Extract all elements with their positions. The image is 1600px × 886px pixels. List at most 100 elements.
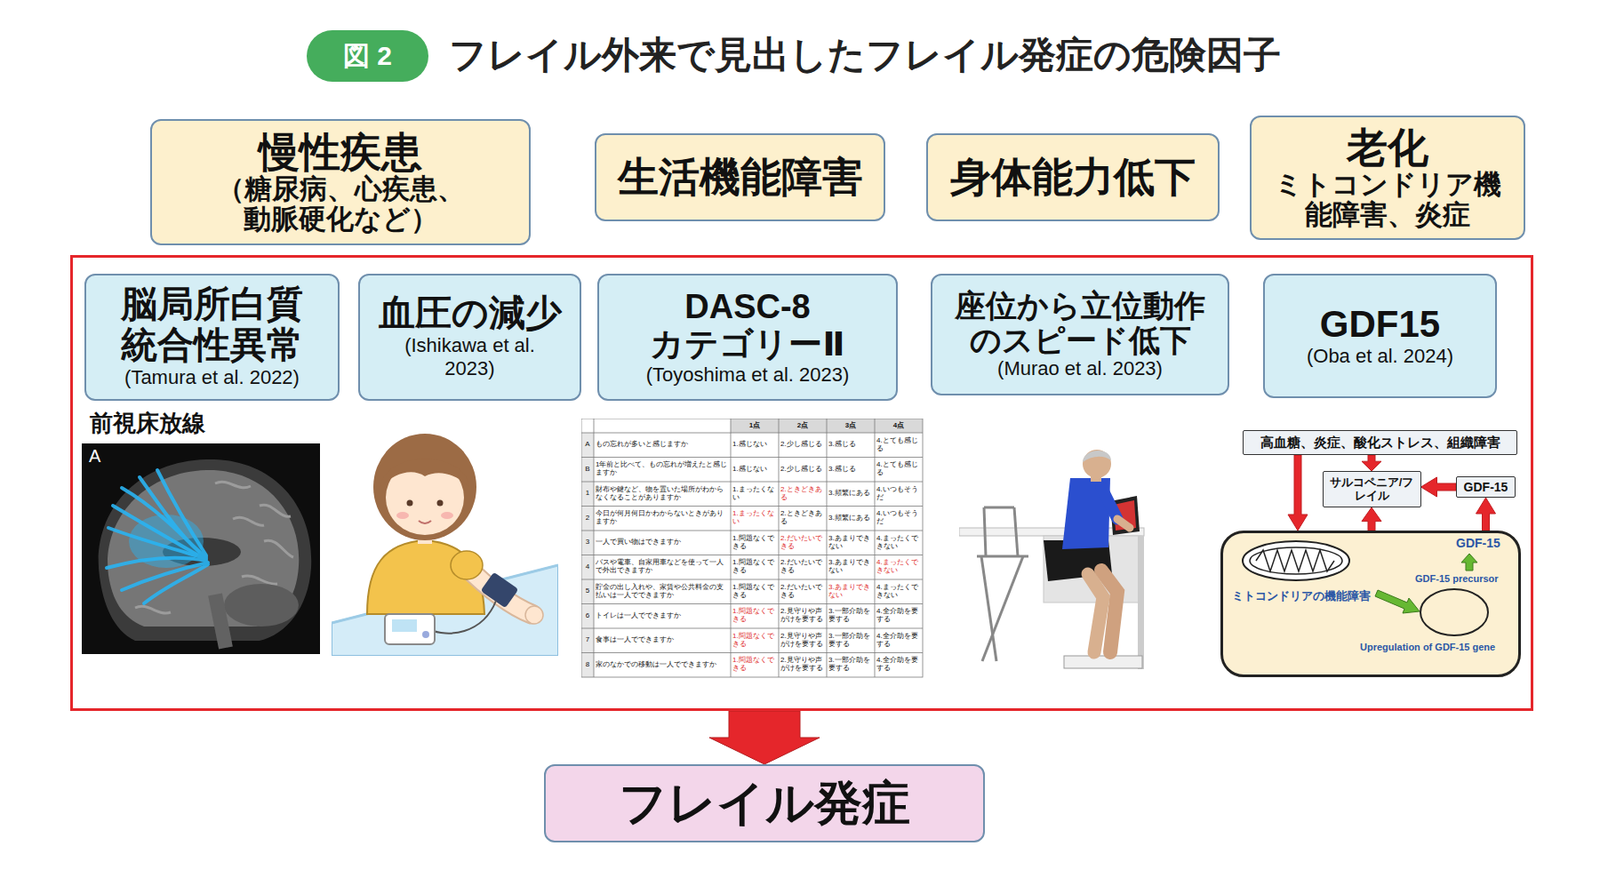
answer-cell: 1.問題なくできる [731,604,778,630]
table-header: 3点 [827,418,874,433]
row-marker: 4 [582,555,593,581]
node-text: 慢性疾患 [258,129,423,176]
node-text: ミトコンドリアの機能障害 [1232,590,1371,604]
node-text: 生活機能障害 [617,154,864,200]
factor-box: 身体能力低下 [926,133,1220,222]
answer-cell: 4.全介助を要する [875,604,922,630]
panel-letter: A [88,446,101,466]
answer-cell: 3.一部介助を要する [827,653,874,679]
answer-cell: 3.あまりできない [827,530,874,556]
answer-cell: 2.見守りや声がけを要する [779,628,826,654]
row-marker: 7 [582,628,593,654]
node-text: 座位から立位動作のスピード低下 [952,288,1208,358]
answer-cell: 1.問題なくできる [731,530,778,556]
answer-cell: 1.問題なくできる [731,579,778,605]
answer-cell: 1.まったくない [731,506,778,532]
connector-arrow [1361,507,1382,531]
answer-cell: 3.感じる [827,457,874,483]
answer-cell: 4.まったくできない [875,555,922,581]
node-text: Upregulation of GDF-15 gene [1360,641,1496,654]
node-text: (Tamura et al. 2022) [124,366,300,390]
answer-cell: 3.感じる [827,432,874,458]
blood-pressure-illustration [331,432,559,656]
text-stack: 身体能力低下 [950,154,1196,200]
row-marker: 8 [582,653,593,679]
question-cell: バスや電車、自家用車などを使って一人で外出できますか [594,555,730,581]
table-header: 1点 [731,418,778,433]
factor-box: 生活機能障害 [594,133,886,222]
node-text: 身体能力低下 [950,154,1196,200]
answer-cell: 4.とても感じる [875,432,922,458]
answer-cell: 2.ときどきある [779,506,826,532]
answer-cell: 2.だいたいできる [779,579,826,605]
answer-cell: 3.頻繁にある [827,481,874,507]
node-text: サルコペニア/フレイル [1326,476,1418,503]
answer-cell: 1.感じない [731,457,778,483]
text-stack: 老化ミトコンドリア機能障害、炎症 [1273,125,1502,232]
text-stack: フレイル発症 [618,776,911,830]
answer-cell: 1.感じない [731,432,778,458]
sarcopenia-box: サルコペニア/フレイル [1322,471,1422,508]
node-text: 脳局所白質統合性異常 [117,284,308,367]
question-cell: 一人で買い物はできますか [594,530,730,556]
node-text: 高血糖、炎症、酸化ストレス、組織障害 [1260,434,1501,450]
mri-image [81,443,320,655]
gdf15-box: GDF-15 [1456,476,1516,498]
node-text: (Toyoshima et al. 2023) [646,363,850,387]
outcome-box: フレイル発症 [544,764,985,843]
connector-arrow [1421,477,1457,497]
node-text: GDF-15 precursor [1415,573,1499,585]
answer-cell: 2.だいたいできる [779,555,826,581]
answer-cell: 4.とても感じる [875,457,922,483]
answer-cell: 2.見守りや声がけを要する [779,604,826,630]
text-stack: サルコペニア/フレイル [1326,476,1418,503]
node-text: DASC-8 カテゴリーⅡ [608,288,888,364]
cell-illustration [1220,530,1521,678]
answer-cell: 4.全介助を要する [875,653,922,679]
question-cell: 食事は一人でできますか [594,628,730,654]
node-text: GDF15 [1320,303,1440,345]
question-cell: 今日が何月何日かわからないときがありますか [594,506,730,532]
text-stack: GDF-15 [1464,480,1509,495]
factor-box: 老化ミトコンドリア機能障害、炎症 [1249,115,1526,240]
answer-cell: 4.全介助を要する [875,628,922,654]
diagram-title: フレイル外来で見出したフレイル発症の危険因子 [448,33,1281,77]
node-text: 図 2 [343,40,392,72]
figure-badge: 図 2 [306,30,429,82]
node-text: 血圧の減少 [378,293,562,335]
question-cell: もの忘れが多いと感じますか [594,432,730,458]
node-text: ミトコンドリア機能障害、炎症 [1273,169,1502,231]
text-stack: 慢性疾患（糖尿病、心疾患、動脈硬化など） [211,129,470,236]
answer-cell: 3.あまりできない [827,555,874,581]
question-cell: 財布や鍵など、物を置いた場所がわからなくなることがありますか [594,481,730,507]
row-marker: 2 [582,506,593,532]
table-header: 2点 [779,418,826,433]
risk-factor-box: DASC-8 カテゴリーⅡ(Toyoshima et al. 2023) [597,273,898,401]
answer-cell: 4.まったくできない [875,530,922,556]
answer-cell: 2.少し感じる [779,457,826,483]
answer-cell: 2.少し感じる [779,432,826,458]
text-stack: 血圧の減少(Ishikawa et al. 2023) [378,293,562,382]
node-text: GDF-15 [1456,536,1501,551]
answer-cell: 1.まったくない [731,481,778,507]
text-stack: 生活機能障害 [617,154,864,200]
text-stack: GDF15(Oba et al. 2024) [1306,303,1454,368]
answer-cell: 1.問題なくできる [731,628,778,654]
question-cell: 貯金の出し入れや、家賃や公共料金の支払いは一人でできますか [594,579,730,605]
text-stack: 高血糖、炎症、酸化ストレス、組織障害 [1260,434,1501,450]
node-text: フレイル発症 [618,776,911,830]
text-stack: 図 2 [343,40,392,72]
answer-cell: 4.いつもそうだ [875,481,922,507]
row-marker: B [582,457,593,483]
row-marker: A [582,432,593,458]
answer-cell: 2.見守りや声がけを要する [779,653,826,679]
connector-arrow [1361,455,1382,472]
row-marker: 5 [582,579,593,605]
node-text: GDF-15 [1464,480,1509,495]
cell-outline: ミトコンドリアの機能障害 GDF-15GDF-15 precursorUpregu… [1220,530,1521,678]
answer-cell: 4.まったくできない [875,579,922,605]
text-stack: 座位から立位動作のスピード低下(Murao et al. 2023) [952,288,1208,382]
answer-cell: 3.あまりできない [827,579,874,605]
connector-arrow [1476,497,1496,531]
sit-to-stand-illustration [959,423,1155,674]
